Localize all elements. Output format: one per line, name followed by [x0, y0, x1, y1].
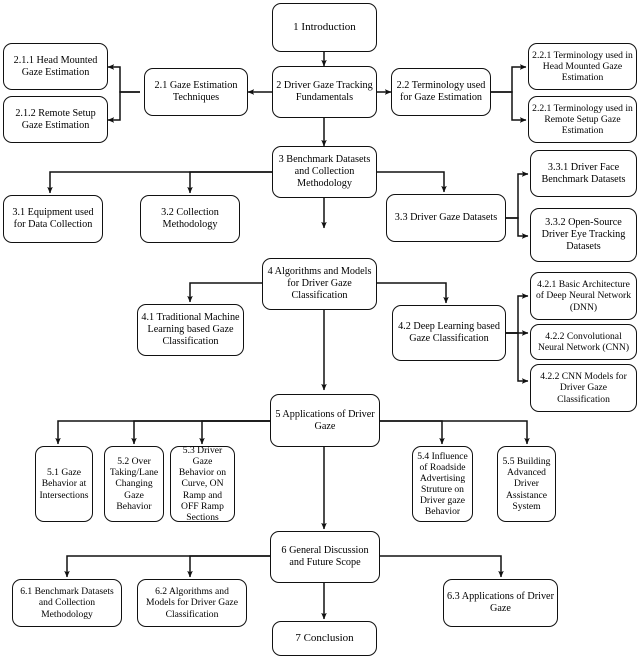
node-5-5-building-advanced-driver-assistance-system[interactable]: 5.5 Building Advanced Driver Assistance … — [497, 446, 556, 522]
wire-5-to-53 — [199, 420, 270, 445]
wire-42-to-422b — [506, 332, 529, 384]
node-5-applications-of-driver-gaze[interactable]: 5 Applications of Driver Gaze — [270, 394, 380, 447]
wire-21-to-212 — [107, 91, 140, 123]
wire-4-to-42 — [377, 282, 449, 304]
node-5-2-over-taking-lane-changing-gaze-behavior[interactable]: 5.2 Over Taking/Lane Changing Gaze Behav… — [104, 446, 164, 522]
node-6-2-algorithms-and-models-for-driver-gaze-classification[interactable]: 6.2 Algorithms and Models for Driver Gaz… — [137, 579, 247, 627]
wire-33-to-331 — [506, 171, 529, 219]
wire-22-to-221b — [491, 91, 527, 123]
wire-6-to-63 — [380, 555, 504, 578]
node-5-3-driver-gaze-behavior-on-curve-on-ramp-and-off-ramp-sections[interactable]: 5.3 Driver Gaze Behavior on Curve, ON Ra… — [170, 445, 235, 523]
node-4-1-traditional-machine-learning-based-gaze-classification[interactable]: 4.1 Traditional Machine Learning based G… — [137, 304, 244, 356]
wire-5-to-52 — [131, 420, 270, 445]
node-6-general-discussion-and-future-scope[interactable]: 6 General Discussion and Future Scope — [270, 531, 380, 583]
wire-5-to-54 — [380, 420, 445, 445]
wire-21-to-211 — [107, 64, 140, 93]
wire-3-to-32 — [187, 171, 272, 194]
node-3-2-collection-methodology[interactable]: 3.2 Collection Methodology — [140, 195, 240, 243]
node-4-2-2-convolutional-neural-network[interactable]: 4.2.2 Convolutional Neural Network (CNN) — [530, 324, 637, 360]
node-4-2-2-cnn-models-for-driver-gaze-classification[interactable]: 4.2.2 CNN Models for Driver Gaze Classif… — [530, 364, 637, 412]
node-7-conclusion[interactable]: 7 Conclusion — [272, 621, 377, 656]
node-2-2-1-terminology-head-mounted[interactable]: 2.2.1 Terminology used in Head Mounted G… — [528, 43, 637, 90]
wire-5-to-51 — [55, 420, 270, 445]
wire-6-to-62 — [187, 555, 270, 578]
node-3-3-driver-gaze-datasets[interactable]: 3.3 Driver Gaze Datasets — [386, 194, 506, 242]
node-5-4-influence-of-roadside-advertising-structure[interactable]: 5.4 Influence of Roadside Advertising St… — [412, 446, 473, 522]
wire-33-to-332 — [506, 217, 529, 239]
node-3-3-2-open-source-driver-eye-tracking-datasets[interactable]: 3.3.2 Open-Source Driver Eye Tracking Da… — [530, 208, 637, 262]
wire-4-to-41 — [187, 282, 272, 303]
node-2-1-2-remote-setup-gaze-estimation[interactable]: 2.1.2 Remote Setup Gaze Estimation — [3, 96, 108, 143]
node-4-algorithms-and-models-for-driver-gaze-classification[interactable]: 4 Algorithms and Models for Driver Gaze … — [262, 258, 377, 310]
node-2-1-1-head-mounted-gaze-estimation[interactable]: 2.1.1 Head Mounted Gaze Estimation — [3, 43, 108, 90]
node-2-2-terminology-for-gaze-estimation[interactable]: 2.2 Terminology used for Gaze Estimation — [391, 68, 491, 116]
node-3-benchmark-datasets-and-collection-methodology[interactable]: 3 Benchmark Datasets and Collection Meth… — [272, 146, 377, 198]
node-6-1-benchmark-datasets-and-collection-methodology[interactable]: 6.1 Benchmark Datasets and Collection Me… — [12, 579, 122, 627]
wire-6-to-61 — [64, 555, 270, 578]
node-4-2-deep-learning-based-gaze-classification[interactable]: 4.2 Deep Learning based Gaze Classificat… — [392, 305, 506, 361]
node-2-driver-gaze-tracking-fundamentals[interactable]: 2 Driver Gaze Tracking Fundamentals — [272, 66, 377, 118]
node-3-3-1-driver-face-benchmark-datasets[interactable]: 3.3.1 Driver Face Benchmark Datasets — [530, 150, 637, 197]
wire-22-to-221a — [491, 64, 527, 93]
node-2-2-1-terminology-remote-setup[interactable]: 2.2.1 Terminology used in Remote Setup G… — [528, 96, 637, 143]
node-4-2-1-basic-architecture-of-dnn[interactable]: 4.2.1 Basic Architecture of Deep Neural … — [530, 272, 637, 320]
node-6-3-applications-of-driver-gaze[interactable]: 6.3 Applications of Driver Gaze — [443, 579, 558, 627]
wire-42-to-421 — [506, 293, 529, 334]
wire-3-to-31 — [47, 171, 272, 194]
wire-3-to-33 — [377, 171, 447, 193]
node-2-1-gaze-estimation-techniques[interactable]: 2.1 Gaze Estimation Techniques — [144, 68, 248, 116]
node-5-1-gaze-behavior-at-intersections[interactable]: 5.1 Gaze Behavior at Intersections — [35, 446, 93, 522]
wire-5-to-55 — [380, 420, 530, 445]
node-3-1-equipment-used-for-data-collection[interactable]: 3.1 Equipment used for Data Collection — [3, 195, 103, 243]
node-1-introduction[interactable]: 1 Introduction — [272, 3, 377, 52]
